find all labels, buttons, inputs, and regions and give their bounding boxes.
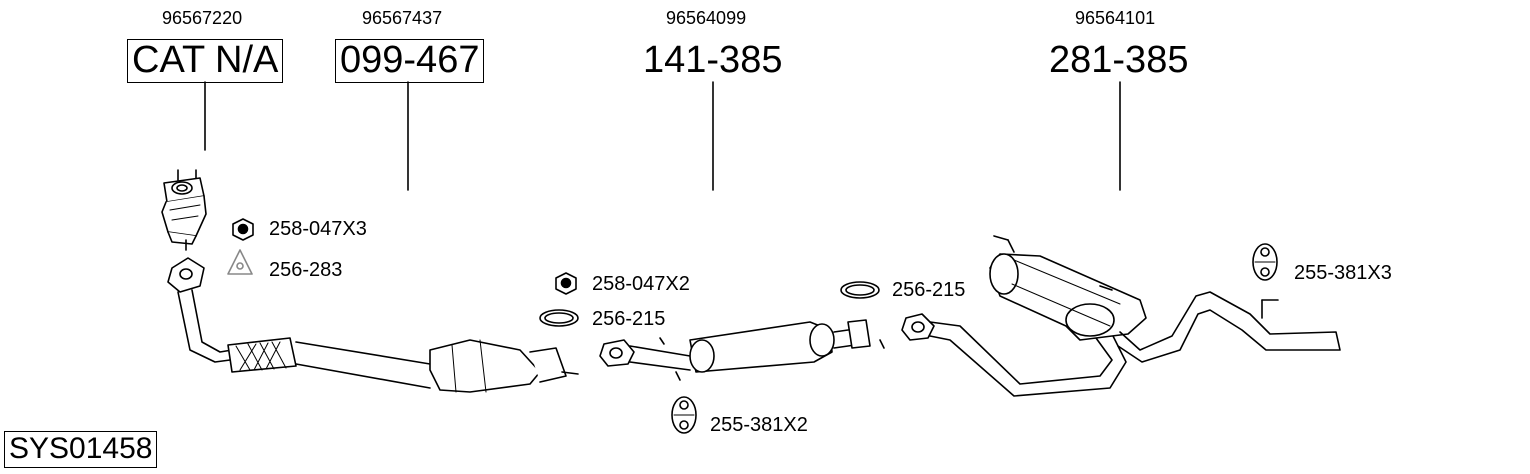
oem-number-rear-silencer: 96564101 <box>1075 8 1156 28</box>
part-number-cat: CAT N/A <box>127 39 284 83</box>
front-pipe-icon <box>167 257 579 393</box>
catalytic-converter-icon <box>161 169 207 251</box>
part-number-rear-silencer: 281-385 <box>1049 39 1189 81</box>
oem-number-front-pipe: 96567437 <box>362 8 443 28</box>
system-code: SYS01458 <box>4 431 158 468</box>
accessory-label-gasket-1: 256-283 <box>269 259 343 281</box>
accessory-label-nut-2: 258-047X2 <box>592 273 690 295</box>
ring-gasket-icon-2-inner <box>845 284 875 296</box>
ring-gasket-icon-2 <box>840 281 880 299</box>
nut-icon-2 <box>555 272 577 295</box>
middle-silencer-icon <box>599 319 885 381</box>
accessory-label-hanger-1: 255-381X3 <box>1294 262 1392 284</box>
accessory-label-gasket-2: 256-215 <box>592 308 666 330</box>
ring-gasket-icon-1 <box>539 309 579 327</box>
part-number-front-pipe: 099-467 <box>335 39 485 83</box>
accessory-label-nut-1: 258-047X3 <box>269 218 367 240</box>
oem-number-middle-silencer: 96564099 <box>666 8 747 28</box>
rubber-hanger-icon-1 <box>1252 243 1278 281</box>
part-number-middle-silencer: 141-385 <box>643 39 783 81</box>
gasket-triangle-icon <box>227 249 253 275</box>
oem-number-cat: 96567220 <box>162 8 243 28</box>
accessory-label-gasket-3: 256-215 <box>892 279 966 301</box>
rear-silencer-icon <box>901 235 1341 397</box>
nut-icon-1 <box>232 218 254 241</box>
accessory-label-hanger-2: 255-381X2 <box>710 414 808 436</box>
rubber-hanger-icon-2 <box>671 396 697 434</box>
ring-gasket-icon-1-inner <box>544 312 574 324</box>
